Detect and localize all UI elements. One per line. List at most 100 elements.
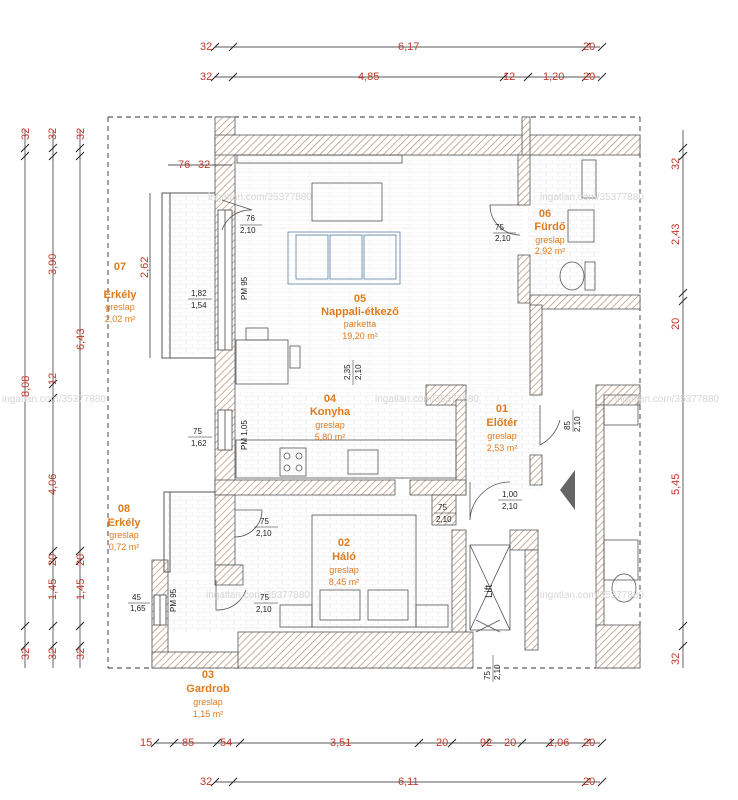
svg-text:03: 03 (202, 669, 214, 681)
dim-top1-1: 6,17 (398, 41, 419, 53)
room-06: 06 Fürdő greslap 2,92 m² (534, 208, 565, 256)
dim-bottom1-8: 20 (583, 737, 595, 749)
room-02: 02 Háló greslap 8,45 m² (329, 537, 360, 587)
opening-11-height: 1,65 (130, 604, 146, 613)
opening-6-height: 2,10 (573, 416, 582, 432)
watermarks: ingatlan.com/35377880 ingatlan.com/35377… (2, 192, 719, 601)
svg-text:07: 07 (114, 261, 126, 273)
opening-12-height: 2,10 (493, 664, 502, 680)
furniture (235, 154, 639, 631)
dim-left1-0: 32 (20, 128, 32, 140)
room-01: 01 Előtér greslap 2,53 m² (486, 403, 518, 453)
dim-balcony-width: 2,62 (139, 257, 151, 278)
pm-note-a: PM 95 (240, 276, 249, 300)
dim-right-2: 20 (670, 318, 682, 330)
dim-bottom1-4: 20 (436, 737, 448, 749)
dim-bottom1-7: 1,06 (548, 737, 569, 749)
opening-1-height: 2,10 (240, 226, 256, 235)
dim-left-top-offset: 76 (178, 159, 190, 171)
dim-bottom1-0: 15 (140, 737, 152, 749)
svg-text:greslap: greslap (193, 697, 223, 707)
svg-text:Előtér: Előtér (486, 417, 518, 429)
pm-note-b: PM 1,05 (240, 420, 249, 450)
opening-10-height: 2,10 (256, 605, 272, 614)
svg-text:Háló: Háló (332, 551, 356, 563)
dim-left1-1: 8,08 (20, 376, 32, 397)
opening-notes: 76 2,10 75 2,10 1,82 1,54 2,35 2,10 75 1… (128, 214, 582, 682)
svg-text:2,53 m²: 2,53 m² (487, 443, 518, 453)
dim-top1-0: 32 (200, 41, 212, 53)
dim-top2-0: 32 (200, 71, 212, 83)
watermark-3: ingatlan.com/35377880 (2, 394, 106, 405)
dim-bottom2-0: 32 (200, 776, 212, 788)
opening-4-height: 2,10 (354, 364, 363, 380)
dim-top2-3: 1,20 (543, 71, 564, 83)
dim-right-0: 32 (670, 158, 682, 170)
svg-text:greslap: greslap (487, 431, 517, 441)
opening-7-height: 2,10 (502, 502, 518, 511)
dimension-lines (24, 46, 684, 783)
dim-bottom1-6: 20 (504, 737, 516, 749)
watermark-4: ingatlan.com/35377880 (375, 394, 479, 405)
opening-12-width: 75 (483, 671, 492, 680)
dim-bottom2-1: 6,11 (398, 776, 419, 788)
windows (153, 209, 233, 626)
dim-top2-2: 12 (503, 71, 515, 83)
room-05: 05 Nappali-étkező parketta 19,20 m² (321, 293, 399, 341)
dim-top1-2: 20 (583, 41, 595, 53)
dim-top2-4: 20 (583, 71, 595, 83)
opening-5-height: 1,62 (191, 439, 207, 448)
opening-1-width: 76 (246, 214, 255, 223)
dim-bottom1-5: 92 (480, 737, 492, 749)
dim-left2-1: 3,90 (47, 254, 59, 275)
dim-left-top-offset-b: 32 (198, 159, 210, 171)
room-07: 07 Erkély greslap 2,02 m² (103, 261, 137, 324)
svg-text:Nappali-étkező: Nappali-étkező (321, 306, 399, 318)
svg-text:parketta: parketta (344, 319, 377, 329)
opening-9-height: 2,10 (256, 529, 272, 538)
svg-text:0,72 m²: 0,72 m² (109, 542, 140, 552)
opening-2-width: 75 (495, 223, 504, 232)
dimension-ticks (20, 42, 688, 787)
dim-left3-3: 1,45 (75, 579, 87, 600)
svg-text:04: 04 (324, 393, 337, 405)
entrance-arrow-icon (560, 470, 575, 510)
svg-text:greslap: greslap (105, 302, 135, 312)
dim-left3-1: 6,43 (75, 329, 87, 350)
svg-text:01: 01 (496, 403, 508, 415)
svg-text:05: 05 (354, 293, 366, 305)
opening-8-height: 2,10 (436, 515, 452, 524)
room-labels: 05 Nappali-étkező parketta 19,20 m² 06 F… (103, 208, 565, 719)
svg-text:Fürdő: Fürdő (534, 221, 565, 233)
dim-left2-2: 12 (47, 373, 59, 385)
dim-left1-2: 32 (20, 648, 32, 660)
dim-right-3: 5,45 (670, 474, 682, 495)
opening-4-width: 2,35 (343, 364, 352, 380)
dim-left2-4: 20 (47, 554, 59, 566)
floors (166, 155, 600, 632)
svg-text:8,45 m²: 8,45 m² (329, 577, 360, 587)
balcony-railings (161, 192, 215, 573)
dim-bottom2-2: 20 (583, 776, 595, 788)
opening-3-width: 1,82 (191, 289, 207, 298)
svg-text:1,15 m²: 1,15 m² (193, 709, 224, 719)
opening-6-width: 85 (563, 421, 572, 430)
svg-text:02: 02 (338, 537, 350, 549)
svg-text:19,20 m²: 19,20 m² (342, 331, 378, 341)
svg-text:Erkély: Erkély (107, 517, 141, 529)
dim-bottom1-1: 85 (182, 737, 194, 749)
dim-left2-6: 32 (47, 648, 59, 660)
room-08: 08 Erkély greslap 0,72 m² (107, 503, 141, 552)
opening-10-width: 75 (260, 593, 269, 602)
opening-9-width: 75 (260, 517, 269, 526)
svg-text:2,02 m²: 2,02 m² (105, 314, 136, 324)
dim-left2-0: 32 (47, 128, 59, 140)
svg-text:greslap: greslap (315, 420, 345, 430)
svg-text:greslap: greslap (329, 565, 359, 575)
dim-right-4: 32 (670, 653, 682, 665)
opening-2-height: 2,10 (495, 234, 511, 243)
dim-left2-5: 1,45 (47, 579, 59, 600)
svg-text:Konyha: Konyha (310, 406, 351, 418)
opening-3-height: 1,54 (191, 301, 207, 310)
dim-left3-2: 20 (75, 554, 87, 566)
